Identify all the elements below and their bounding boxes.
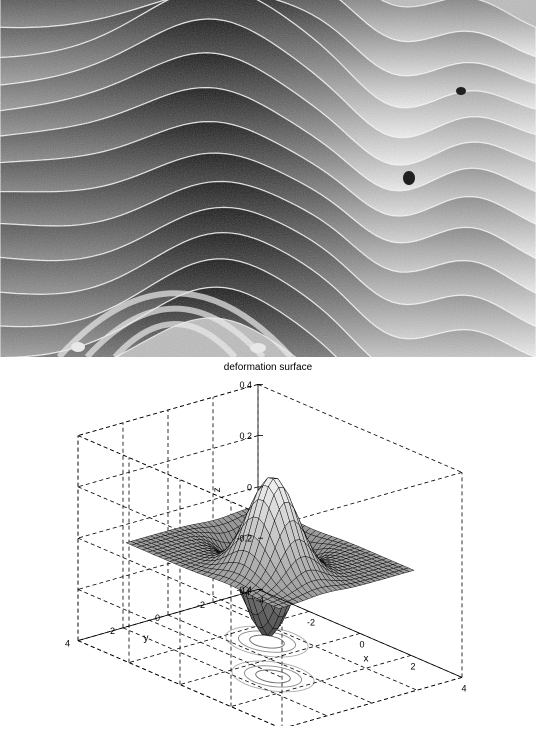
contour-line: [225, 625, 309, 658]
fringe-arch: [84, 305, 266, 360]
fringe-band: [338, 0, 536, 58]
axis-ticks: -0.4 -0.2 0 0.2 0.4 -4 -2 0 2 4 -4 -2 0 2 4: [65, 380, 467, 694]
x-axis-label: x: [364, 653, 369, 664]
grid-line-back-wall-z: [77, 384, 259, 436]
grid-line-floor-x: [230, 655, 412, 707]
z-tick-label: 0: [247, 482, 252, 492]
z-tick-label: -0.2: [236, 534, 252, 544]
grid-line-back-wall-z: [77, 435, 259, 488]
x-tick-label: 2: [410, 661, 415, 671]
y-axis-label: y: [144, 633, 149, 644]
y-tick-label: 2: [110, 626, 115, 636]
box-edge: [257, 384, 463, 473]
fringe-defect-spot-upper: [456, 87, 466, 95]
x-tick-label: -4: [256, 595, 264, 605]
contour-line: [231, 660, 315, 693]
contour-line: [249, 634, 285, 649]
fringe-arch: [56, 290, 294, 360]
grid-line-floor-y: [122, 627, 328, 717]
z-tick-label: -0.4: [236, 585, 252, 595]
x-tick-label: 4: [461, 683, 466, 693]
grid-line-floor-y: [167, 614, 373, 704]
fringe-arch: [112, 321, 238, 360]
grid-line-floor-y: [77, 640, 283, 729]
fringe-pattern-svg: [0, 0, 536, 439]
projected-contours: [225, 625, 315, 693]
fringe-defect-spot-left: [71, 342, 85, 352]
grid-line-floor-y: [212, 601, 418, 691]
contour-line: [237, 630, 297, 653]
x-tick-label: -2: [307, 617, 315, 627]
y-tick-label: 0: [155, 613, 160, 623]
surface-plot-svg: deformation surface -0.4 -0.2 0 0.2 0.4 -4 -2 0…: [65, 362, 467, 729]
fringe-pattern-image: [0, 0, 536, 439]
z-tick-label: 0.4: [239, 380, 252, 390]
contour-line: [255, 669, 291, 684]
fringe-defect-spot-lower: [403, 171, 415, 185]
axes-box-front: [77, 589, 463, 678]
z-axis-label: z: [212, 487, 223, 492]
y-tick-label: -2: [197, 600, 205, 610]
deformation-surface-chart: deformation surface -0.4 -0.2 0 0.2 0.4 -4 -2 0…: [0, 357, 536, 729]
fringe-bands: [0, 0, 536, 439]
surface-mesh: [125, 477, 415, 636]
contour-line: [243, 665, 303, 688]
grid-line-floor-x: [281, 677, 463, 729]
box-edge: [77, 589, 259, 641]
chart-title: deformation surface: [224, 362, 313, 373]
y-tick-label: -4: [242, 587, 250, 597]
x-tick-label: 0: [359, 639, 364, 649]
fringe-band: [0, 0, 536, 110]
y-tick-label: 4: [65, 639, 70, 649]
grid-line-side-wall-z: [77, 589, 283, 678]
grid-line-floor-x: [179, 633, 361, 685]
box-edge: [281, 472, 463, 524]
surface-facet: [272, 604, 285, 609]
z-tick-label: 0.2: [239, 431, 252, 441]
fringe-defect-spot-bottom: [250, 343, 266, 353]
fringe-band: [0, 0, 536, 85]
box-edge: [257, 589, 463, 678]
grid-line-side-wall-z: [77, 537, 283, 627]
grid-line-back-wall-z: [77, 486, 259, 539]
